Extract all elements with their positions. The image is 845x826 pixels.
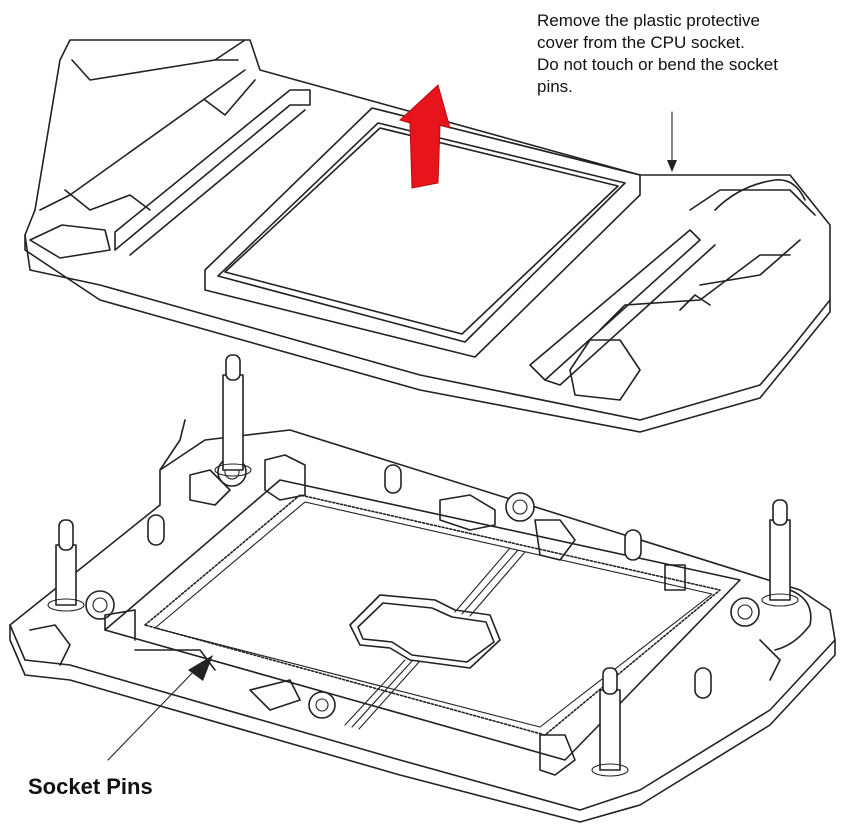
guide-pin: [214, 354, 252, 477]
guide-pin: [47, 519, 85, 612]
lift-arrow-icon: [399, 84, 451, 189]
instruction-caption: Remove the plastic protective cover from…: [537, 10, 837, 98]
protective-cover: [24, 39, 831, 433]
instruction-line-1: Remove the plastic protective: [537, 11, 760, 30]
socket-pins-pointer: [107, 655, 213, 761]
instruction-line-2: cover from the CPU socket.: [537, 33, 745, 52]
guide-pins: [47, 354, 799, 777]
socket-pins-label: Socket Pins: [28, 774, 153, 799]
cpu-socket: [9, 419, 836, 823]
guide-pin: [761, 499, 799, 607]
instruction-line-4: pins.: [537, 77, 573, 96]
instruction-line-3: Do not touch or bend the socket: [537, 55, 778, 74]
cover-pointer: [667, 111, 677, 172]
guide-pin: [591, 667, 629, 777]
